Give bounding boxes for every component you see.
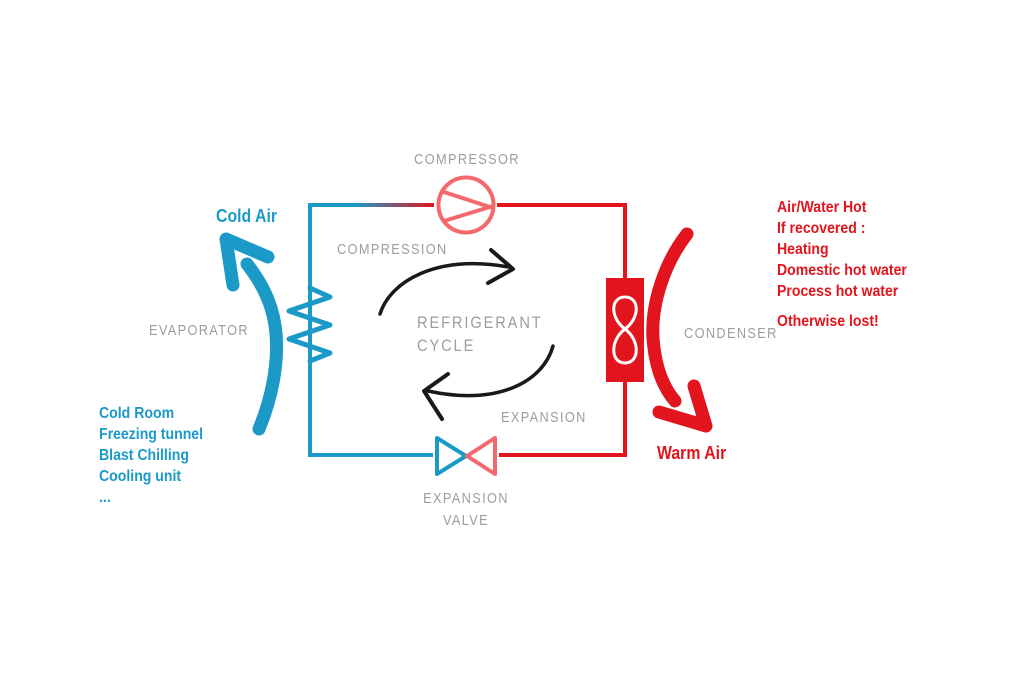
condenser-label: CONDENSER: [684, 325, 778, 342]
cold-application-item: Blast Chilling: [99, 447, 189, 464]
cycle-arrow-top: [378, 248, 515, 316]
expansion-valve-label: EXPANSION VALVE: [402, 488, 530, 532]
heat-recovery-line: Process hot water: [777, 283, 899, 300]
expansion-valve-label-line2: VALVE: [442, 512, 490, 529]
cold-applications-list: Cold Room Freezing tunnel Blast Chilling…: [99, 403, 203, 508]
pipe-hot-side-top: [497, 203, 627, 278]
heat-recovery-line: Air/Water Hot: [777, 199, 867, 216]
expansion-label: EXPANSION: [501, 409, 587, 426]
cold-air-label: Cold Air: [216, 206, 278, 226]
cold-application-item: Cold Room: [99, 405, 175, 422]
cold-application-item: Freezing tunnel: [99, 426, 204, 443]
refrigerant-cycle-title: REFRIGERANT CYCLE: [417, 311, 543, 357]
expansion-valve-label-line1: EXPANSION: [423, 490, 509, 507]
refrigerant-cycle-title-line2: CYCLE: [417, 336, 476, 355]
compressor-icon: [436, 175, 496, 235]
compressor-label: COMPRESSOR: [414, 151, 520, 168]
evaporator-label: EVAPORATOR: [148, 322, 249, 339]
refrigerant-cycle-title-line1: REFRIGERANT: [417, 313, 543, 332]
heat-recovery-line: If recovered :: [777, 220, 866, 237]
heat-recovery-line: Heating: [777, 241, 829, 258]
pipe-hot-side-bottom: [499, 382, 627, 457]
expansion-valve-icon: [435, 436, 497, 476]
cold-application-item: Cooling unit: [99, 468, 182, 485]
evaporator-coil-icon: [286, 285, 333, 364]
heat-recovery-footer: Otherwise lost!: [777, 313, 879, 330]
cycle-arrow-bottom: [422, 344, 555, 421]
compression-label: COMPRESSION: [337, 241, 448, 258]
heat-recovery-list: Air/Water Hot If recovered : Heating Dom…: [777, 197, 907, 332]
condenser-icon: [606, 278, 644, 382]
heat-recovery-line: Domestic hot water: [777, 262, 907, 279]
warm-air-arrow: [646, 227, 713, 433]
cold-air-arrow: [219, 232, 284, 436]
cold-application-item: ...: [99, 489, 111, 506]
warm-air-label: Warm Air: [657, 443, 727, 463]
